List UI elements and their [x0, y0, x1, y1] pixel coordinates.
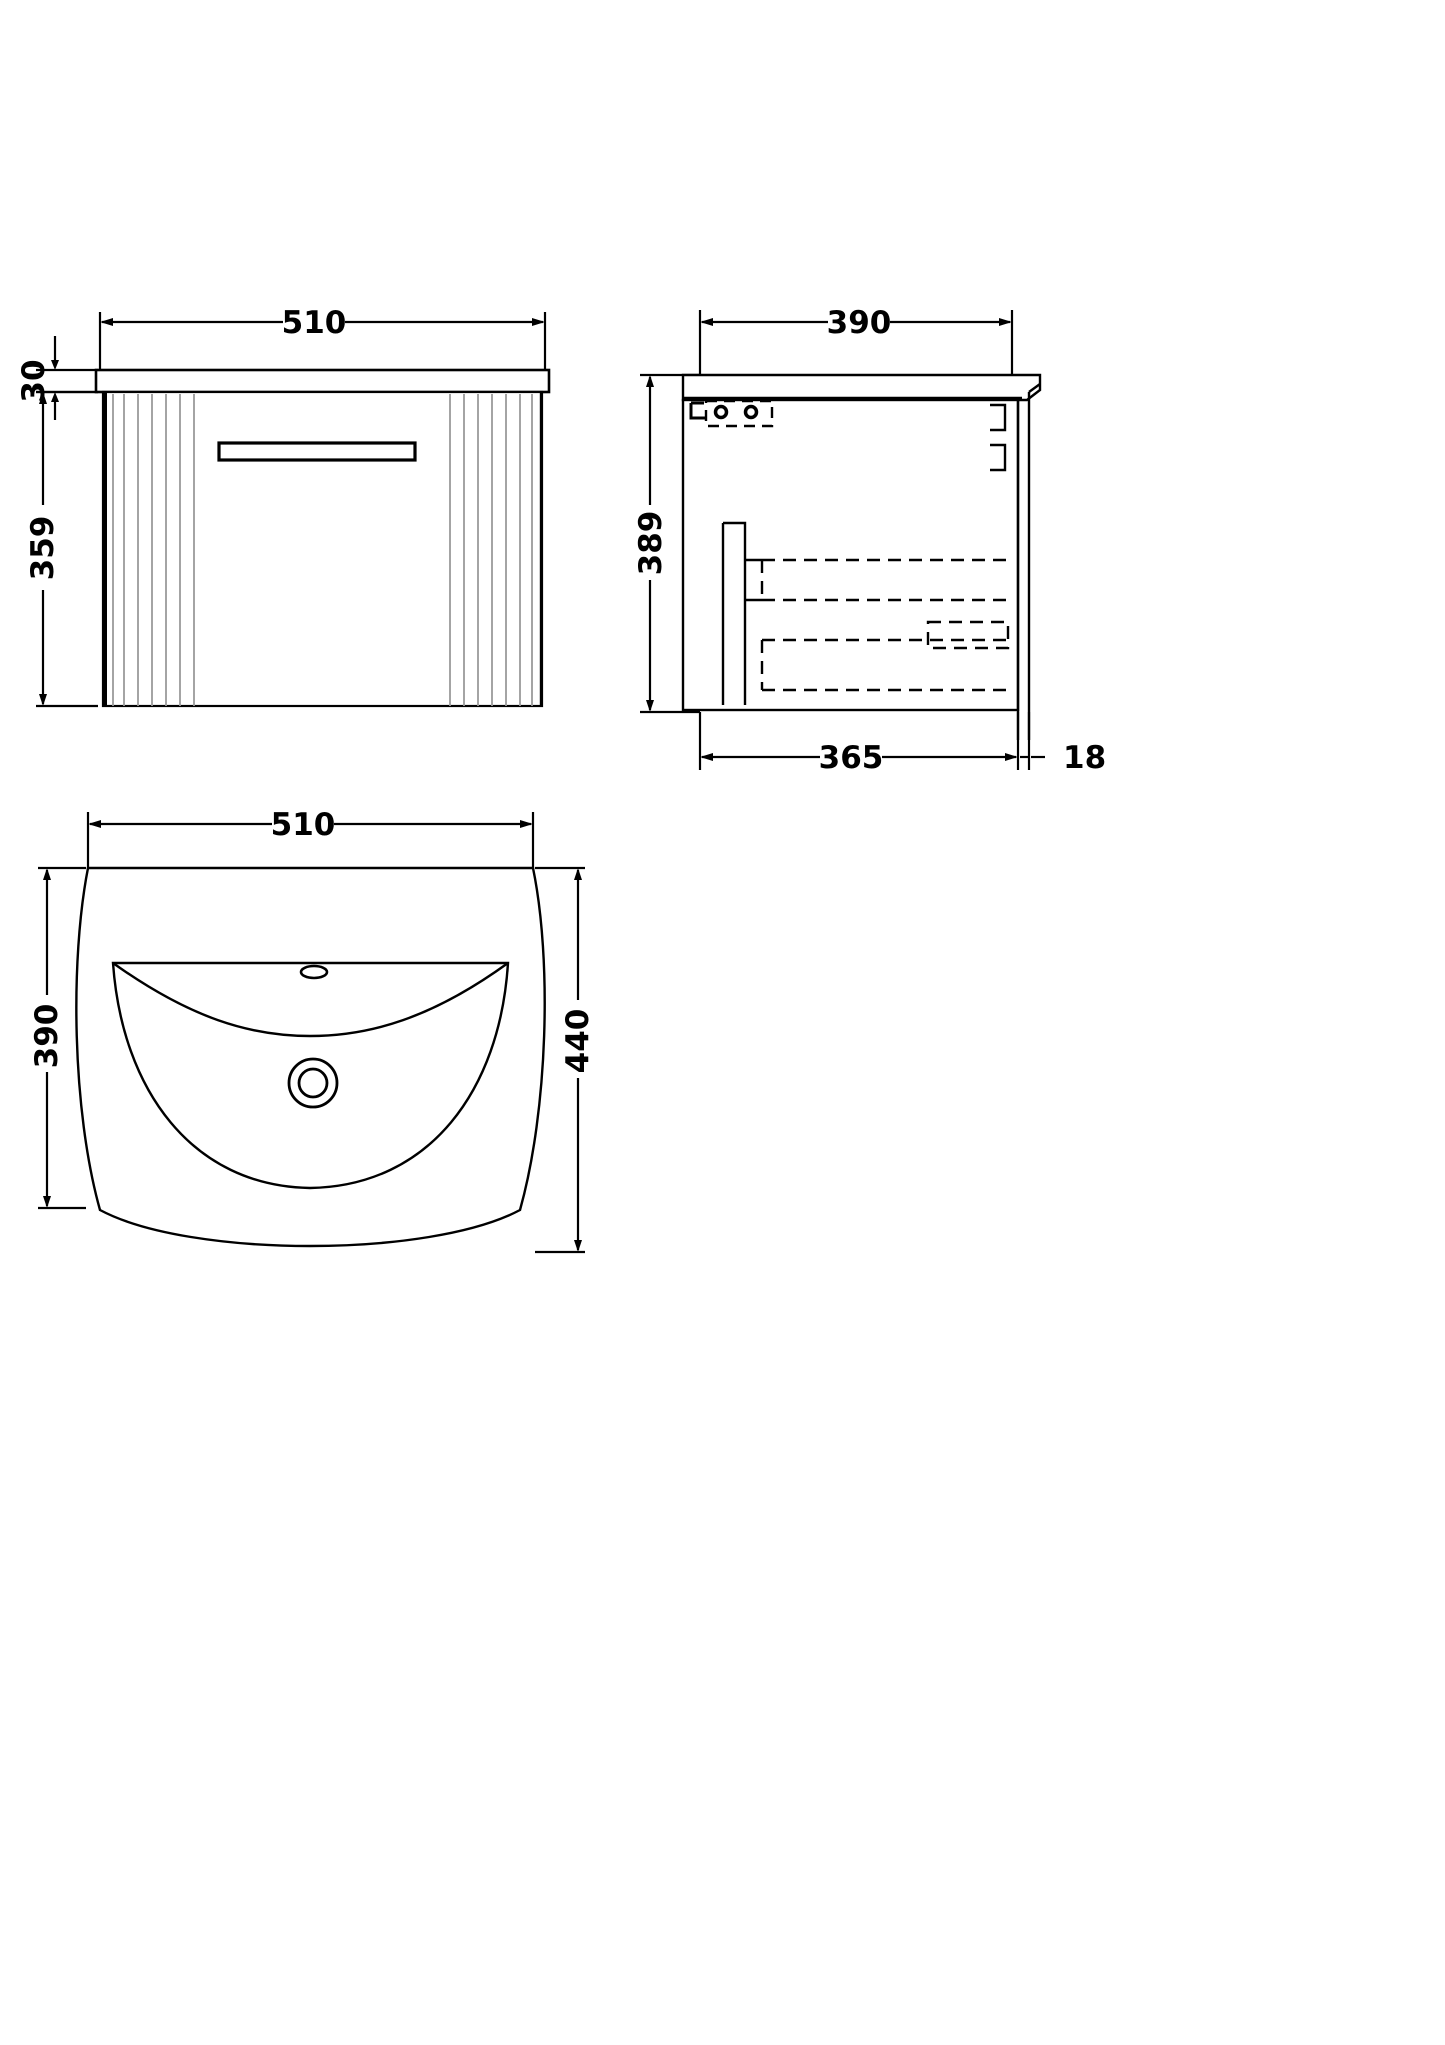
worktop-thickness-label: 30: [16, 359, 52, 402]
side-carcass-body: [681, 398, 1020, 712]
side-depth-arrow-left: [700, 318, 713, 326]
drawer-runner-hidden: [760, 558, 1013, 692]
overflow-slot-icon: [299, 964, 329, 980]
basin-width-arrow-left: [88, 820, 101, 828]
drawer-front-bracket: [721, 521, 762, 705]
front-width-arrow-right: [532, 318, 545, 326]
worktop-dim-arrow-bottom: [51, 392, 59, 402]
panel-thickness-dimension: [1020, 712, 1045, 770]
cabinet-height-label: 359: [25, 516, 61, 581]
basin-depth-arrow-bottom: [43, 1196, 51, 1208]
side-section-view: 390 389: [633, 305, 1106, 776]
basin-width-dimension: [86, 812, 535, 876]
waste-outlet-inner-icon: [297, 1067, 329, 1099]
basin-depth-dimension: [38, 866, 86, 1210]
front-width-dimension: [98, 312, 547, 378]
flutes-left: [112, 394, 195, 706]
internal-depth-dimension: [698, 712, 1020, 770]
cabinet-body: [101, 390, 544, 708]
basin-overall-depth-label: 440: [560, 1009, 596, 1074]
internal-depth-arrow-left: [700, 753, 713, 761]
side-height-arrow-bottom: [646, 700, 654, 712]
front-width-arrow-left: [100, 318, 113, 326]
basin-width-label: 510: [271, 807, 336, 843]
basin-depth-arrow-top: [43, 868, 51, 880]
basin-bowl-fold-line: [112, 962, 509, 1038]
side-depth-dimension: [698, 310, 1014, 378]
bracket-hidden-outline: [704, 399, 774, 428]
front-elevation-view: 510 30 359: [16, 305, 551, 708]
cabinet-height-arrow-top: [39, 392, 47, 404]
basin-width-arrow-right: [520, 820, 533, 828]
basin-overall-arrow-bottom: [574, 1240, 582, 1252]
side-worktop-slab: [681, 373, 1042, 402]
side-height-arrow-top: [646, 375, 654, 387]
basin-overall-arrow-top: [574, 868, 582, 880]
basin-depth-label: 390: [29, 1004, 65, 1069]
cabinet-height-dimension: [36, 390, 98, 708]
internal-depth-arrow-right: [1005, 753, 1018, 761]
internal-depth-label: 365: [819, 740, 884, 776]
side-height-label: 389: [633, 511, 669, 576]
flutes-right: [449, 394, 533, 706]
basin-plan-view: 510 390 440: [29, 807, 596, 1254]
wall-mounting-bracket: [689, 401, 706, 420]
cabinet-height-arrow-bottom: [39, 694, 47, 706]
drawer-handle-icon: [217, 441, 417, 462]
basin-overall-depth-dimension: [535, 866, 585, 1254]
front-width-label: 510: [282, 305, 347, 341]
rear-panel-profile: [990, 383, 1041, 740]
fixing-holes: [713, 404, 759, 420]
worktop-dim-arrow-top: [51, 360, 59, 370]
side-depth-label: 390: [827, 305, 892, 341]
side-depth-arrow-right: [999, 318, 1012, 326]
worktop-slab: [94, 368, 551, 394]
panel-thickness-label: 18: [1063, 740, 1106, 776]
